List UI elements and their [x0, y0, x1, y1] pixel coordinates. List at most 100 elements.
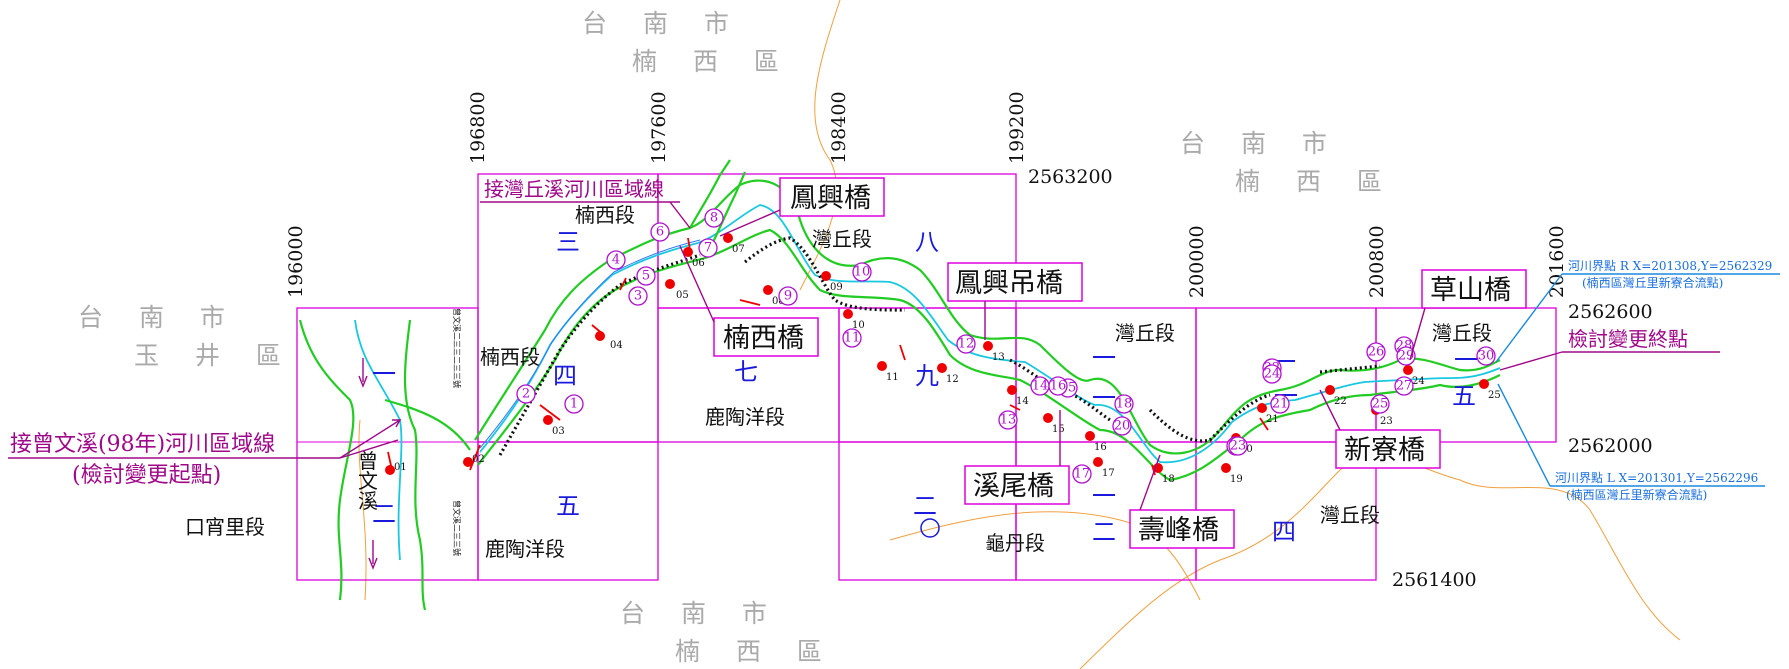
section-wanqiu-top: 灣丘段: [812, 227, 872, 251]
circled-marker: [516, 384, 536, 404]
circled-marker: [698, 238, 718, 258]
circled-marker-label: 11: [844, 331, 861, 346]
boundary-l-line1: 河川界點 L X=201301,Y=2562296: [1555, 471, 1758, 485]
dyke-east-3: [1319, 364, 1381, 374]
callout-wanqiu-arrow: [669, 201, 691, 229]
circled-marker: [1476, 346, 1496, 366]
circled-marker: [1048, 376, 1068, 396]
coord-y-2563200: 2563200: [1028, 166, 1113, 188]
coord-x-196800: 196800: [467, 91, 489, 164]
dyke-east-1: [1009, 358, 1111, 422]
coord-x-200000: 200000: [1186, 225, 1208, 298]
survey-point-label: 10: [852, 320, 865, 331]
sheet-number-10: 一: [1092, 384, 1116, 412]
circled-marker: [650, 222, 670, 242]
section-nanxi-left: 楠西段: [480, 345, 540, 369]
stream-label-2: 文: [358, 469, 378, 493]
dyke-east-2: [1148, 393, 1271, 443]
callout-start-arrow-1: [339, 419, 402, 459]
bridge-xiwei: 溪尾橋: [964, 410, 1070, 505]
boundary-r-line2: (楠西區灣丘里新寮合流點): [1582, 275, 1723, 290]
bridge-nanxi: 楠西橋: [679, 245, 819, 357]
survey-point: [683, 247, 693, 257]
survey-point-label: 01: [394, 462, 407, 473]
zengwen-branch: [384, 398, 471, 451]
survey-point: [1043, 413, 1053, 423]
survey-point: [937, 363, 947, 373]
section-wanqiu-bottom: 灣丘段: [1320, 503, 1380, 527]
coord-x-196000: 196000: [285, 225, 307, 298]
circled-marker-label: 8: [710, 211, 718, 226]
vertical-note-1: 曾文溪二三三二三三號: [452, 308, 462, 388]
survey-point-label: 22: [1334, 396, 1347, 407]
circled-marker-label: 7: [704, 241, 712, 256]
district-top-l1: 台 南 市: [582, 9, 743, 38]
circled-marker: [1262, 364, 1282, 384]
survey-point-label: 06: [692, 258, 705, 269]
circled-marker-label: 21: [1272, 397, 1289, 412]
circled-marker: [564, 394, 584, 414]
district-bottom-l2: 楠 西 區: [675, 637, 836, 666]
circled-marker-label: 1: [570, 397, 578, 412]
circled-marker: [852, 262, 872, 282]
survey-point-label: 23: [1380, 416, 1393, 427]
svg-text:鳳興橋: 鳳興橋: [790, 183, 871, 214]
survey-point-label: 24: [1412, 376, 1425, 387]
survey-point: [665, 279, 675, 289]
circled-marker-label: 20: [1114, 419, 1131, 434]
callout-wanqiu: 接灣丘溪河川區域線: [484, 177, 664, 201]
river-bank-south: [477, 228, 1501, 482]
sheet-number-11: 一: [1092, 482, 1116, 510]
boundary-l-line2: (楠西區灣丘里新寮合流點): [1566, 487, 1707, 502]
svg-text:新寮橋: 新寮橋: [1344, 435, 1425, 466]
sheet-number-8: 九: [915, 362, 939, 390]
river-centerline: [479, 239, 701, 449]
coord-x-199200: 199200: [1006, 91, 1028, 164]
callout-end-arrow: [1499, 351, 1563, 371]
survey-point-label: 12: [946, 374, 959, 385]
section-lutaoyang-mid: 鹿陶洋段: [705, 405, 785, 429]
sheet-number-15: 二: [913, 492, 937, 520]
circled-marker: [1370, 394, 1390, 414]
circled-marker-label: 3: [634, 289, 642, 304]
coord-x-201600: 201600: [1546, 225, 1568, 298]
circled-marker: [1270, 394, 1290, 414]
survey-point: [877, 361, 887, 371]
circled-marker: [842, 328, 862, 348]
survey-point: [983, 341, 993, 351]
circled-marker: [998, 410, 1018, 430]
survey-point-label: 08: [772, 296, 785, 307]
survey-point-label: 18: [1162, 474, 1175, 485]
circled-marker: [1394, 376, 1414, 396]
sheet-number-18: 一: [1454, 346, 1478, 374]
circled-marker: [636, 266, 656, 286]
sheet-number-9: 一: [1092, 344, 1116, 372]
survey-point: [1221, 463, 1231, 473]
svg-text:楠西橋: 楠西橋: [723, 323, 804, 354]
circled-marker-label: 23: [1230, 439, 1247, 454]
coord-x-198400: 198400: [828, 91, 850, 164]
circled-marker-label: 24: [1264, 367, 1281, 382]
svg-text:溪尾橋: 溪尾橋: [973, 471, 1054, 502]
survey-point-label: 15: [1052, 424, 1065, 435]
coord-x-197600: 197600: [648, 91, 670, 164]
dyke-mid: [744, 236, 906, 312]
stream-label-1: 曾: [358, 449, 378, 473]
svg-text:草山橋: 草山橋: [1430, 275, 1511, 306]
sheet-1: [296, 307, 479, 581]
circled-marker-label: 27: [1396, 379, 1413, 394]
circled-marker-label: 25: [1372, 397, 1389, 412]
circled-marker: [1396, 346, 1416, 366]
boundary-r-line1: 河川界點 R X=201308,Y=2562329: [1568, 259, 1772, 273]
circled-marker-label: 18: [1116, 397, 1133, 412]
road-4: [889, 511, 1201, 601]
circled-marker: [606, 250, 626, 270]
survey-point: [763, 285, 773, 295]
survey-point: [1007, 385, 1017, 395]
circled-marker: [956, 334, 976, 354]
bridge-fengxing: 鳳興橋: [719, 177, 885, 237]
survey-point-label: 03: [552, 426, 565, 437]
survey-point-label: 09: [830, 282, 843, 293]
survey-point: [821, 271, 831, 281]
